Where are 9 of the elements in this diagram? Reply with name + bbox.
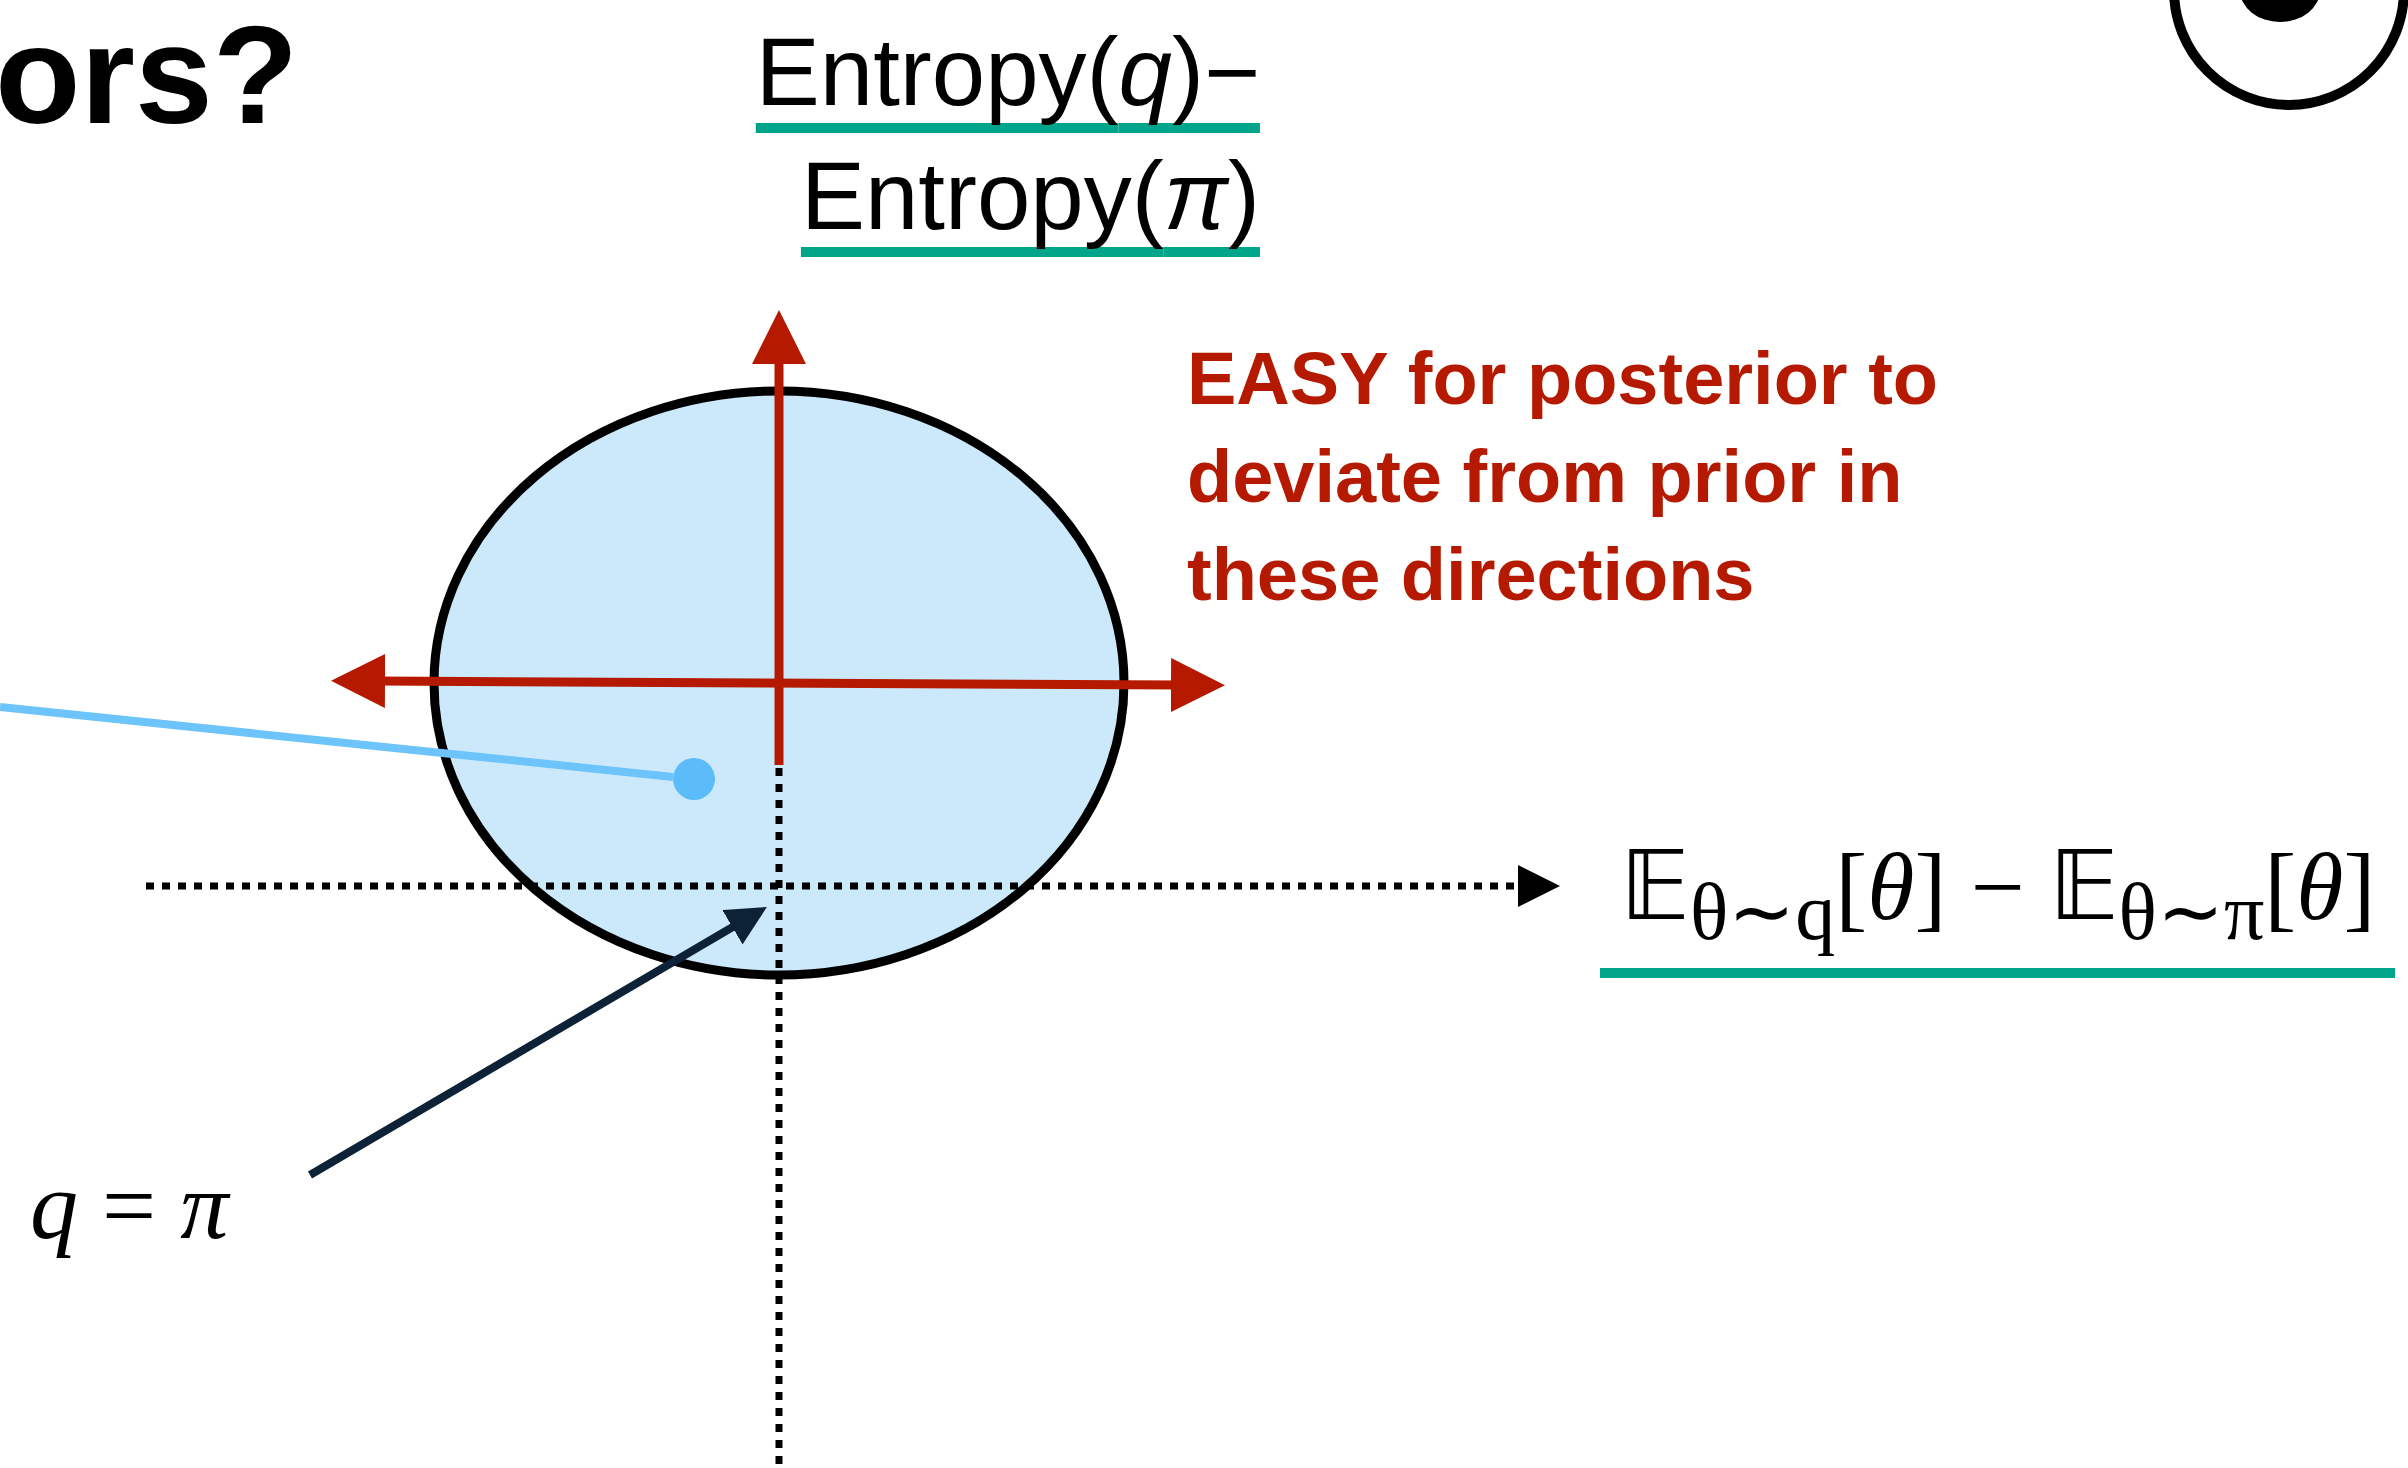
leader-line	[0, 703, 674, 781]
annotation-text: EASY for posterior to deviate from prior in these directions	[1187, 336, 1940, 618]
axis-label: 𝔼$_{θ∼q}$[θ] − 𝔼$_{θ∼π}$[θ]	[1600, 830, 2396, 979]
point-label: q = π	[30, 1150, 229, 1261]
axis-label: Entropy(q)− Entropy(π)	[754, 17, 1260, 251]
slide-title: ors?	[0, 5, 299, 145]
arrow	[307, 906, 767, 1179]
point-dot	[673, 758, 715, 800]
ellipse-region	[429, 386, 1129, 980]
